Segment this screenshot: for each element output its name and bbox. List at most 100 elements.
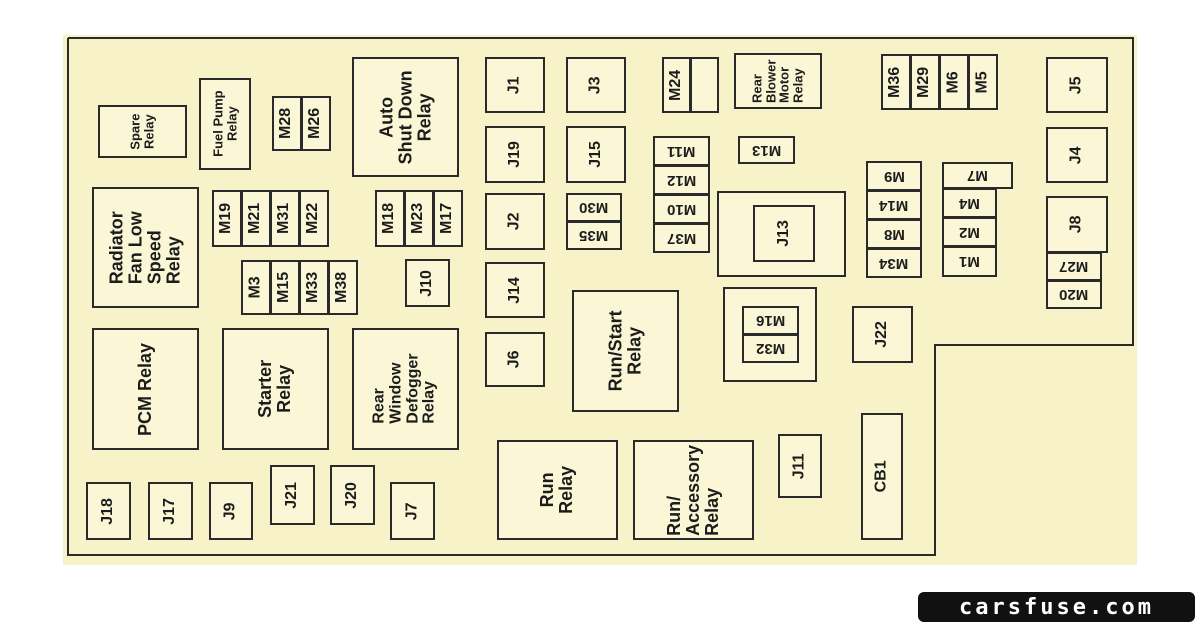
fuse-label: J5	[1067, 76, 1085, 94]
fuse-label: M2	[959, 223, 980, 241]
fuse-label: J19	[505, 141, 523, 168]
relay-label: Run Relay	[537, 465, 577, 515]
spare-relay: Spare Relay	[98, 105, 187, 158]
fuse-j3: J3	[566, 57, 626, 113]
fuse-label: J21	[283, 481, 301, 509]
watermark-logo: carsfuse.com	[918, 592, 1195, 622]
fuse-m27: M27	[1046, 252, 1102, 281]
fuse-m34: M34	[866, 248, 922, 278]
fuse-label: J18	[99, 497, 117, 525]
relay-label: Rear Window Defogger Relay	[370, 353, 439, 425]
fuse-m18: M18	[375, 190, 405, 247]
relay-label: Radiator Fan Low Speed Relay	[106, 210, 184, 285]
fuse-label: J14	[505, 276, 523, 304]
fuse-label: J6	[505, 350, 523, 369]
fuse-j15: J15	[566, 126, 626, 183]
fuse-m4: M4	[942, 188, 997, 218]
fuse-m2: M2	[942, 217, 997, 247]
fuse-j19: J19	[485, 126, 545, 183]
fuse-label: J1	[505, 76, 523, 94]
fuse-m7: M7	[942, 162, 1013, 189]
relay-label: Auto Shut Down Relay	[376, 70, 434, 164]
fuse-j18: J18	[86, 482, 131, 540]
fuse-m10: M10	[653, 194, 710, 224]
fuse-j4: J4	[1046, 127, 1108, 183]
fuse-label: M36	[886, 66, 904, 98]
fuse-label: M10	[666, 200, 697, 218]
relay-label: Starter Relay	[255, 359, 295, 419]
fuse-m35: M35	[566, 221, 622, 250]
fuse-m11: M11	[653, 136, 710, 166]
fuse-m37: M37	[653, 223, 710, 253]
fuse-m6: M6	[939, 54, 969, 110]
fuse-label: M19	[217, 202, 235, 235]
fuse-label: M9	[883, 167, 905, 185]
radiator-fan-relay: Radiator Fan Low Speed Relay	[92, 187, 199, 308]
relay-label: Run/Start Relay	[605, 310, 645, 392]
fuel-pump-relay: Fuel Pump Relay	[199, 78, 251, 170]
fuse-label: M5	[973, 70, 991, 94]
fuse-m3: M3	[241, 260, 271, 315]
relay-label: Spare Relay	[127, 113, 157, 150]
fuse-label: J7	[403, 502, 421, 520]
fuse-label: M35	[579, 227, 609, 244]
fuse-label: M27	[1059, 258, 1089, 275]
fuse-label: J4	[1067, 146, 1085, 164]
fuse-label: J8	[1067, 215, 1085, 234]
fuse-j14: J14	[485, 262, 545, 318]
fuse-label: M11	[667, 142, 696, 160]
fuse-m14: M14	[866, 190, 922, 220]
fuse-label: M1	[959, 253, 980, 270]
fuse-m23: M23	[404, 190, 434, 247]
fuse-label: M32	[755, 340, 786, 357]
fuse-m19: M19	[212, 190, 242, 247]
fuse-label: M23	[409, 202, 427, 235]
fuse-label: M15	[275, 271, 293, 304]
fuse-j20: J20	[330, 465, 375, 525]
fuse-label: J9	[221, 502, 239, 520]
fuse-slot-empty	[690, 57, 719, 113]
run-relay: Run Relay	[497, 440, 618, 540]
fuse-j1: J1	[485, 57, 545, 113]
relay-label: PCM Relay	[135, 342, 156, 436]
run-start-relay: Run/Start Relay	[572, 290, 679, 412]
fuse-j7: J7	[390, 482, 435, 540]
fuse-m33: M33	[299, 260, 329, 315]
fuse-label: M6	[944, 70, 962, 94]
fuse-label: M16	[755, 312, 786, 329]
fuse-j22: J22	[852, 306, 913, 363]
run-accessory-relay: Run/ Accessory Relay	[633, 440, 754, 540]
fuse-label: M21	[246, 202, 264, 235]
fuse-j10: J10	[405, 259, 450, 307]
fuse-label: M37	[666, 229, 697, 247]
fuse-label: J20	[343, 481, 361, 509]
fuse-label: M34	[879, 254, 909, 272]
fuse-label: M26	[306, 107, 324, 140]
fuse-label: J2	[505, 212, 523, 231]
fuse-m31: M31	[270, 190, 300, 247]
fuse-label: M28	[277, 107, 295, 140]
fuse-label: J17	[161, 497, 179, 525]
fuse-j21: J21	[270, 465, 315, 525]
fuse-m12: M12	[653, 165, 710, 195]
fuse-label: M33	[304, 271, 322, 304]
rear-window-defogger-relay: Rear Window Defogger Relay	[352, 328, 459, 450]
fuse-m36: M36	[881, 54, 911, 110]
circuit-breaker-cb1: CB1	[861, 413, 903, 540]
fuse-label: M14	[879, 196, 909, 214]
fuse-m8: M8	[866, 219, 922, 249]
fuse-label: M38	[333, 271, 351, 304]
fuse-label: M13	[751, 141, 782, 159]
fuse-m9: M9	[866, 161, 922, 191]
fuse-m21: M21	[241, 190, 271, 247]
fuse-j17: J17	[148, 482, 193, 540]
fuse-label: M3	[246, 276, 264, 299]
fuse-m30: M30	[566, 193, 622, 222]
fuse-label: J3	[586, 76, 604, 94]
fuse-m22: M22	[299, 190, 329, 247]
fuse-m15: M15	[270, 260, 300, 315]
fuse-m1: M1	[942, 246, 997, 277]
fuse-j9: J9	[209, 482, 253, 540]
fuse-j5: J5	[1046, 57, 1108, 113]
